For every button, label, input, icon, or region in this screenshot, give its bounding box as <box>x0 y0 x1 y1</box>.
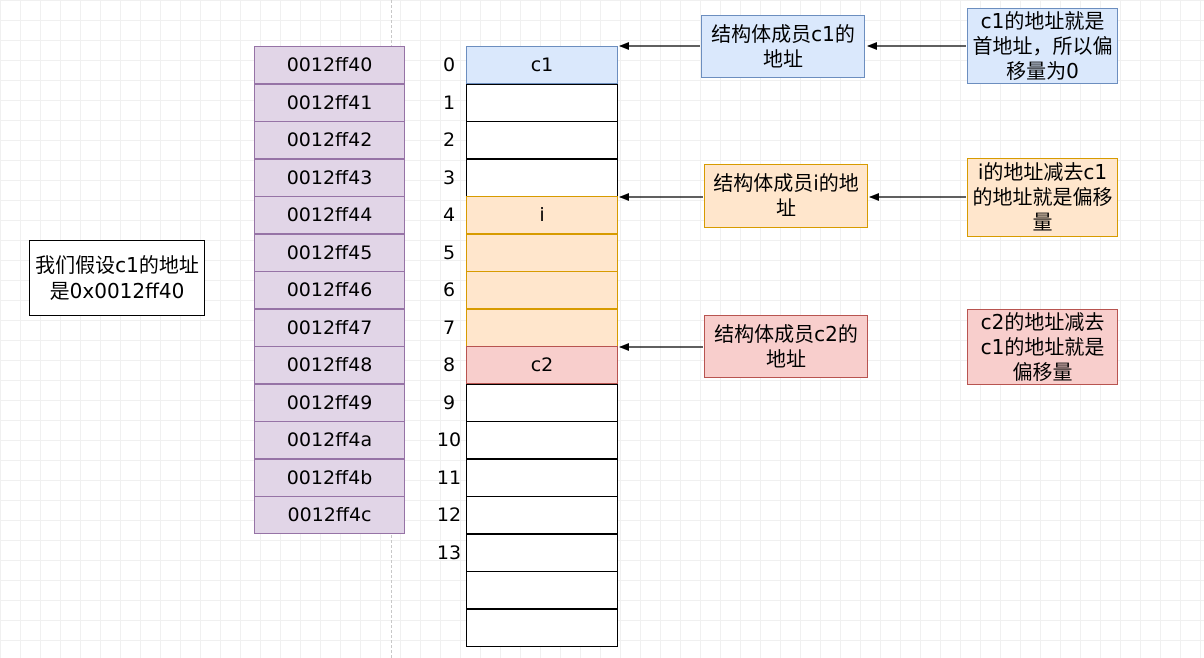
member-c2-note: 结构体成员c2的地址 <box>704 315 868 378</box>
address-cell: 0012ff41 <box>254 83 405 122</box>
member-i-text: 结构体成员i的地址 <box>713 171 859 220</box>
address-cell: 0012ff43 <box>254 158 405 197</box>
address-cell: 0012ff40 <box>254 46 405 84</box>
member-i-note: 结构体成员i的地址 <box>704 164 868 228</box>
offset-label: 0 <box>442 54 456 76</box>
offset-label: 9 <box>442 391 456 414</box>
address-cell: 0012ff4b <box>254 458 405 497</box>
offset-label: 6 <box>442 279 456 301</box>
address-cell: 0012ff45 <box>254 233 405 272</box>
explanation-i-text: i的地址减去c1的地址就是偏移量 <box>972 160 1113 234</box>
offset-label: 12 <box>436 504 462 526</box>
explanation-c2-note: c2的地址减去c1的地址就是偏移量 <box>967 309 1118 385</box>
offset-label: 11 <box>436 466 462 489</box>
explanation-i-note: i的地址减去c1的地址就是偏移量 <box>967 158 1118 237</box>
address-cell: 0012ff48 <box>254 346 405 384</box>
memory-cell <box>466 158 618 197</box>
offset-label: 5 <box>442 241 456 264</box>
address-cell: 0012ff42 <box>254 121 405 159</box>
offset-label: 13 <box>436 541 462 564</box>
memory-cell <box>466 121 618 159</box>
explanation-c2-text: c2的地址减去c1的地址就是偏移量 <box>980 309 1105 384</box>
offset-label: 2 <box>442 129 456 151</box>
offset-label: 4 <box>442 204 456 226</box>
memory-cell <box>466 271 618 309</box>
memory-cell <box>466 608 618 647</box>
memory-cell <box>466 533 618 572</box>
memory-cell <box>466 496 618 534</box>
member-c2-text: 结构体成员c2的地址 <box>714 321 858 371</box>
member-c1-text: 结构体成员c1的地址 <box>711 21 855 71</box>
assumption-text: 我们假设c1的地址是0x0012ff40 <box>35 253 199 303</box>
address-cell: 0012ff47 <box>254 308 405 347</box>
memory-cell <box>466 83 618 122</box>
offset-label: 8 <box>442 354 456 376</box>
offset-label: 10 <box>436 429 462 451</box>
address-cell: 0012ff49 <box>254 383 405 422</box>
explanation-c1-note: c1的地址就是首地址，所以偏移量为0 <box>967 8 1118 84</box>
explanation-c1-text: c1的地址就是首地址，所以偏移量为0 <box>972 8 1113 83</box>
address-cell: 0012ff44 <box>254 196 405 234</box>
offset-label: 1 <box>442 91 456 114</box>
offset-label: 3 <box>442 166 456 189</box>
member-c1-note: 结构体成员c1的地址 <box>701 15 865 78</box>
memory-cell <box>466 308 618 347</box>
offset-label: 7 <box>442 316 456 339</box>
memory-cell <box>466 421 618 459</box>
address-cell: 0012ff4c <box>254 496 405 534</box>
assumption-note: 我们假设c1的地址是0x0012ff40 <box>29 240 205 316</box>
memory-cell <box>466 233 618 272</box>
